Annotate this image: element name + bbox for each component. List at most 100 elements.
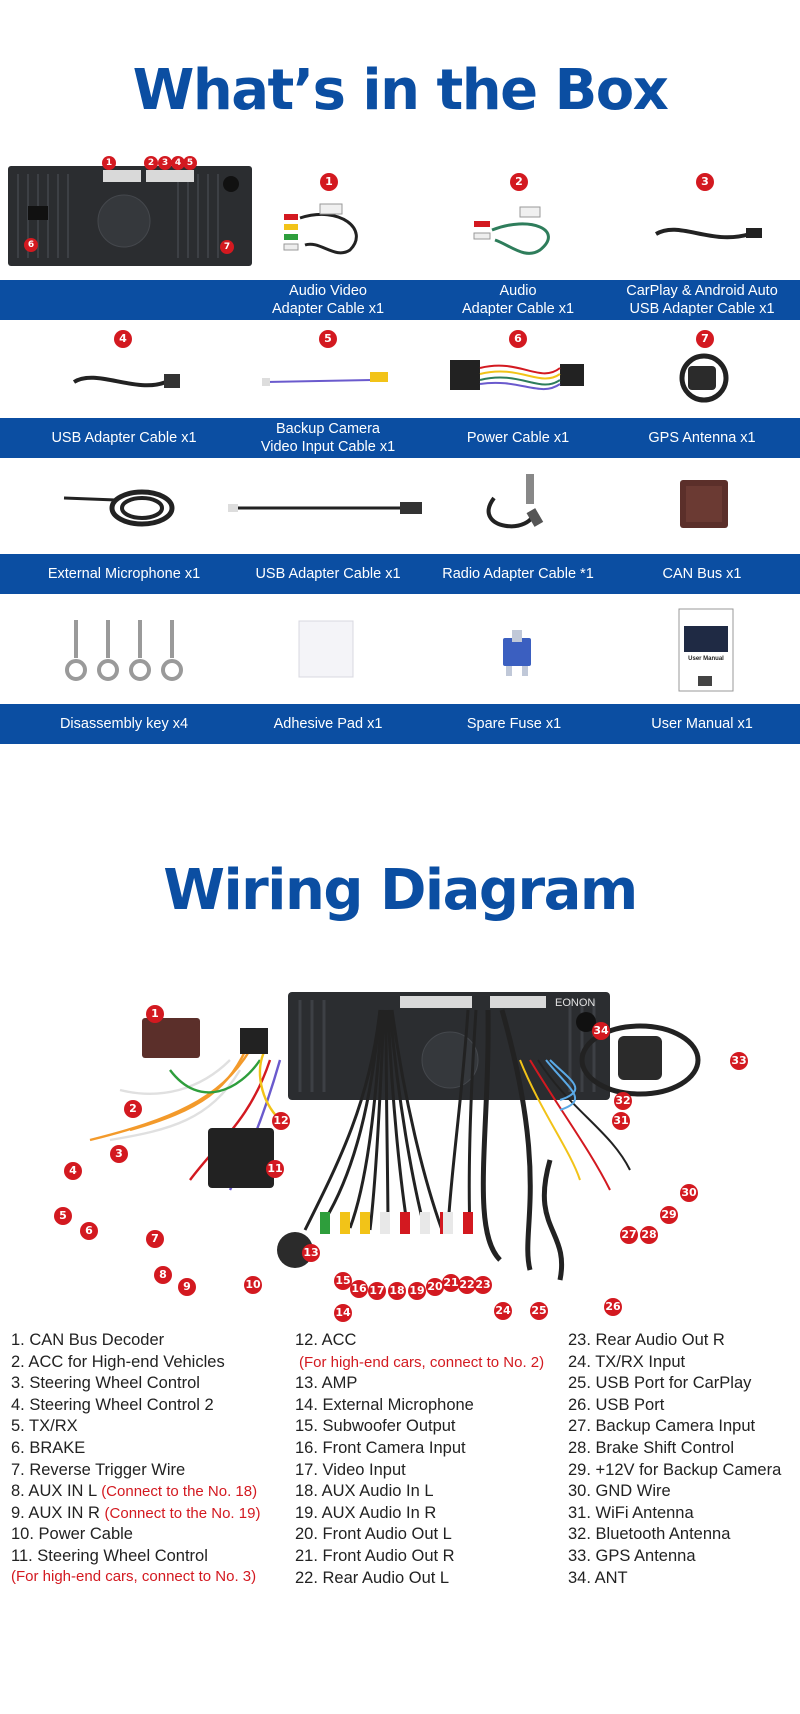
can-bus-image	[678, 478, 730, 530]
label-can-bus-text: CAN Bus x1	[662, 566, 742, 582]
label-microphone-text: External Microphone x1	[47, 566, 201, 582]
label-carplay-line2: USB Adapter Cable x1	[629, 301, 775, 317]
legend-item-19: 19. AUX Audio In R	[295, 1503, 437, 1522]
legend-item-25: 25. USB Port for CarPlay	[568, 1374, 752, 1393]
spare-fuse-image	[500, 630, 534, 676]
item-number-2: 2	[510, 173, 528, 191]
callout-12: 12	[272, 1112, 290, 1130]
callout-14: 14	[334, 1304, 352, 1322]
label-backup-line1: Backup Camera	[276, 421, 380, 437]
legend-item-10: 10. Power Cable	[11, 1525, 133, 1544]
item-number-6: 6	[509, 330, 527, 348]
item-number-5: 5	[319, 330, 337, 348]
label-disassembly-key: Disassembly key x4	[24, 704, 224, 744]
item-number-7: 7	[696, 330, 714, 348]
callout-20: 20	[426, 1278, 444, 1296]
label-spare-fuse: Spare Fuse x1	[414, 704, 614, 744]
head-unit-marker-5: 5	[183, 156, 197, 170]
legend-item-27: 27. Backup Camera Input	[568, 1417, 756, 1436]
label-av-line1: Audio Video	[289, 283, 367, 299]
legend-item-4: 4. Steering Wheel Control 2	[11, 1395, 214, 1414]
item-number-1: 1	[320, 173, 338, 191]
legend-item-12: 12. ACC	[295, 1331, 357, 1349]
label-audio-line2: Adapter Cable x1	[461, 301, 575, 317]
legend-item-6: 6. BRAKE	[11, 1438, 86, 1457]
item-number-3: 3	[696, 173, 714, 191]
label-adhesive-text: Adhesive Pad x1	[273, 716, 383, 732]
callout-15: 15	[334, 1272, 352, 1290]
label-av-line2: Adapter Cable x1	[271, 301, 385, 317]
disassembly-keys-image	[64, 618, 194, 682]
legend-item-18: 18. AUX Audio In L	[295, 1482, 434, 1501]
callout-5: 5	[54, 1207, 72, 1225]
label-radio-text: Radio Adapter Cable *1	[442, 566, 594, 582]
usb-adapter-cable-image	[66, 364, 184, 398]
callout-3: 3	[110, 1145, 128, 1163]
carplay-usb-cable-image	[650, 216, 766, 250]
head-unit-image	[8, 166, 252, 266]
gps-antenna-image	[678, 352, 730, 404]
label-fuse-text: Spare Fuse x1	[466, 716, 562, 732]
legend-item-9-text: 9. AUX IN R	[11, 1503, 105, 1522]
label-radio-adapter: Radio Adapter Cable *1	[418, 554, 618, 594]
legend-item-3: 3. Steering Wheel Control	[11, 1374, 200, 1393]
label-usb-adapter: USB Adapter Cable x1	[24, 418, 224, 458]
callout-31: 31	[612, 1112, 630, 1130]
legend-item-7: 7. Reverse Trigger Wire	[11, 1460, 186, 1479]
wiring-diagram-image: EONON	[50, 980, 750, 1310]
callout-21: 21	[442, 1274, 460, 1292]
label-carplay-line1: CarPlay & Android Auto	[626, 283, 778, 299]
callout-9: 9	[178, 1278, 196, 1296]
head-unit-marker-6: 6	[24, 238, 38, 252]
callout-4: 4	[64, 1162, 82, 1180]
legend-item-29: 29. +12V for Backup Camera	[568, 1460, 782, 1479]
box-band-1	[0, 280, 800, 320]
backup-camera-cable-image	[262, 368, 394, 394]
label-gps-text: GPS Antenna x1	[648, 430, 756, 446]
legend-item-5: 5. TX/RX	[11, 1417, 78, 1436]
callout-11: 11	[266, 1160, 284, 1178]
av-cable-image	[280, 200, 380, 262]
label-user-manual: User Manual x1	[604, 704, 800, 744]
callout-32: 32	[614, 1092, 632, 1110]
legend-item-30: 30. GND Wire	[568, 1482, 671, 1501]
adhesive-pad-image	[298, 620, 354, 678]
label-adhesive-pad: Adhesive Pad x1	[228, 704, 428, 744]
legend-item-12-note: (For high-end cars, connect to No. 2)	[299, 1353, 545, 1371]
head-unit-marker-7: 7	[220, 240, 234, 254]
callout-22: 22	[458, 1276, 476, 1294]
callout-23: 23	[474, 1276, 492, 1294]
legend-item-28: 28. Brake Shift Control	[568, 1438, 734, 1457]
legend-item-11-note: (For high-end cars, connect to No. 3)	[11, 1567, 257, 1585]
callout-16: 16	[350, 1280, 368, 1298]
label-external-microphone: External Microphone x1	[24, 554, 224, 594]
legend-column-2: 12. ACC (For high-end cars, connect to N…	[295, 1330, 544, 1589]
label-backup-line2: Video Input Cable x1	[260, 439, 396, 455]
legend-item-8-text: 8. AUX IN L	[11, 1482, 102, 1501]
external-microphone-image	[60, 484, 180, 530]
legend-item-16: 16. Front Camera Input	[295, 1438, 466, 1457]
legend-item-22: 22. Rear Audio Out L	[295, 1568, 450, 1587]
callout-26: 26	[604, 1298, 622, 1316]
label-usb-adapter-2: USB Adapter Cable x1	[228, 554, 428, 594]
legend-item-20: 20. Front Audio Out L	[295, 1525, 452, 1544]
legend-item-23: 23. Rear Audio Out R	[568, 1331, 725, 1349]
label-usb-adapter-2-text: USB Adapter Cable x1	[255, 566, 401, 582]
legend-item-26: 26. USB Port	[568, 1395, 665, 1414]
item-number-4: 4	[114, 330, 132, 348]
box-title: What’s in the Box	[132, 58, 669, 123]
callout-7: 7	[146, 1230, 164, 1248]
legend-item-21: 21. Front Audio Out R	[295, 1546, 455, 1565]
legend-item-33: 33. GPS Antenna	[568, 1546, 696, 1565]
legend-item-1: 1. CAN Bus Decoder	[11, 1331, 165, 1349]
label-manual-text: User Manual x1	[651, 716, 753, 732]
legend-item-31: 31. WiFi Antenna	[568, 1503, 694, 1522]
legend-item-17: 17. Video Input	[295, 1460, 406, 1479]
callout-30: 30	[680, 1184, 698, 1202]
head-unit-marker-a: A	[133, 156, 140, 167]
callout-6: 6	[80, 1222, 98, 1240]
user-manual-cover-label: User Manual	[688, 656, 724, 662]
